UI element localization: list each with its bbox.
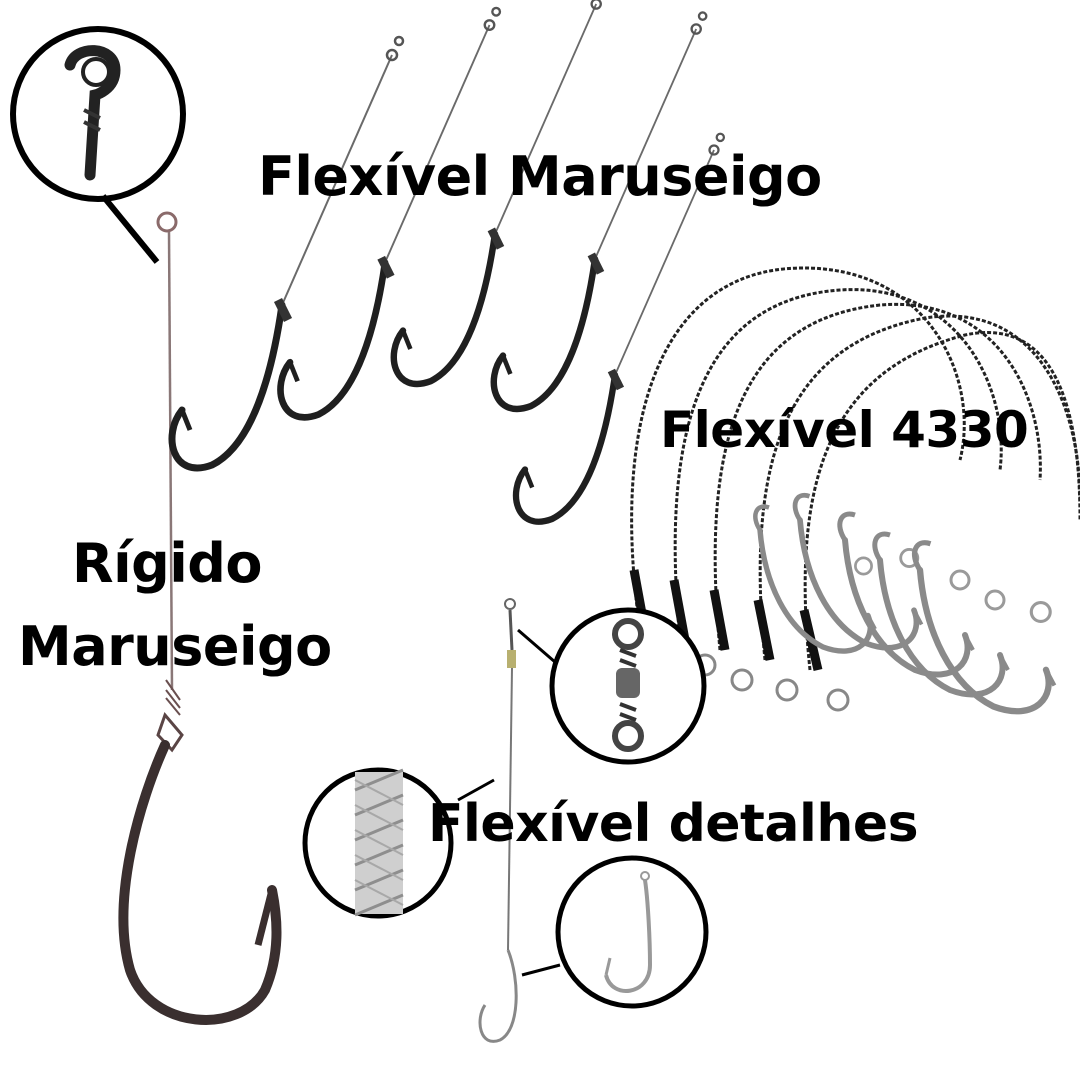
ring-eye-zoom (10, 26, 186, 264)
swivel-zoom (517, 607, 707, 765)
flexible-maruseigo-hooks (172, 0, 724, 522)
label-rigido-line2: Maruseigo (18, 615, 332, 678)
braided-cable-zoom (302, 767, 495, 919)
label-flexivel-maruseigo: Flexível Maruseigo (258, 145, 822, 208)
label-rigido-line1: Rígido (72, 532, 263, 595)
label-flexivel-4330: Flexível 4330 (660, 401, 1029, 459)
flexible-4330-hooks (629, 266, 1080, 711)
rigid-leader-hook (118, 211, 282, 1025)
flexible-detail-leader (478, 598, 518, 1043)
label-flexivel-detalhes: Flexível detalhes (428, 794, 919, 854)
hook-zoom (521, 855, 709, 1009)
